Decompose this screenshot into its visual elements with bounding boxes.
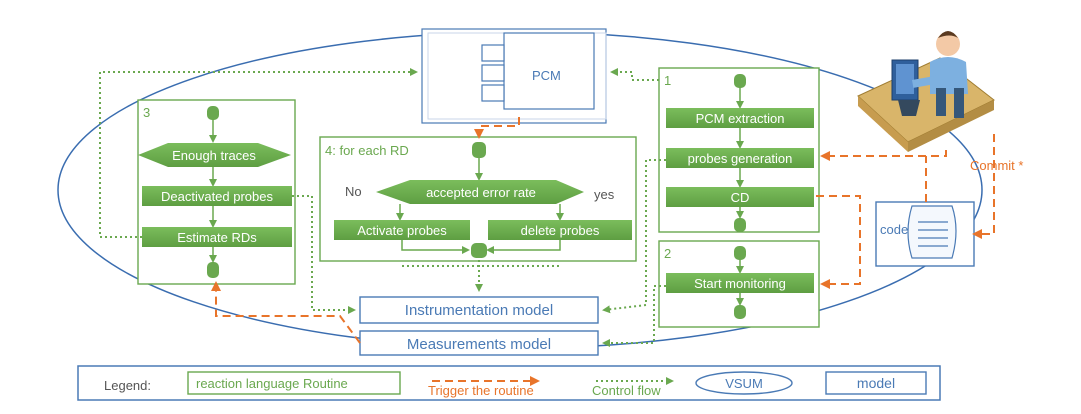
decision-enough-traces-label: Enough traces <box>172 148 256 163</box>
measurements-model-label: Measurements model <box>407 336 551 353</box>
decision-accepted-error-rate-label: accepted error rate <box>426 185 536 200</box>
flow-routine-2-to-measurements <box>602 285 666 347</box>
step-deactivated-probes[interactable] <box>142 186 292 206</box>
legend-routine-swatch <box>187 371 401 395</box>
decision-enough-traces[interactable] <box>138 143 291 167</box>
trigger-measurements-to-routine-3 <box>211 281 361 344</box>
step-estimate-rds[interactable] <box>142 227 292 247</box>
trigger-commit-to-probes-generation <box>820 150 947 161</box>
flow-routine-1-to-instrumentation <box>602 159 666 314</box>
instrumentation-model-label: Instrumentation model <box>405 302 553 319</box>
step-start-monitoring-label: Start monitoring <box>694 276 786 291</box>
routine-1-number: 1 <box>664 73 671 88</box>
trigger-arrows <box>211 117 995 344</box>
routine-3-number: 3 <box>143 105 150 120</box>
routine-2[interactable]: 2 Start monitoring <box>658 240 820 328</box>
legend-trigger-label: Trigger the routine <box>428 383 534 398</box>
code-label: code <box>880 222 908 237</box>
flow-routine-3-to-instrumentation <box>292 195 356 314</box>
scroll-icon <box>907 205 957 259</box>
routine-2-number: 2 <box>664 246 671 261</box>
routine-2-end-node <box>734 305 746 319</box>
routine-1[interactable]: 1 PCM extraction probes generation CD <box>658 67 820 233</box>
routine-3-start-node <box>207 106 219 120</box>
routine-2-start-node <box>734 246 746 260</box>
routine-4-title: 4: for each RD <box>325 143 409 158</box>
commit-label: Commit * <box>970 158 1023 173</box>
routine-4-start-node <box>472 142 486 158</box>
branch-yes-label: yes <box>594 187 615 202</box>
step-probes-generation[interactable] <box>666 148 814 168</box>
developer-icon <box>857 31 995 152</box>
step-pcm-extraction[interactable] <box>666 108 814 128</box>
routine-3-end-node <box>207 262 219 278</box>
legend-vsum-label: VSUM <box>725 376 763 391</box>
routine-4-end-node <box>471 243 487 258</box>
trigger-commit-to-code <box>972 134 995 239</box>
step-activate-probes-label: Activate probes <box>357 223 447 238</box>
step-delete-probes-label: delete probes <box>521 223 600 238</box>
step-deactivated-probes-label: Deactivated probes <box>161 189 274 204</box>
pcm-component[interactable]: PCM <box>421 28 607 124</box>
flow-routine-1-to-pcm <box>610 68 659 81</box>
measurements-model[interactable]: Measurements model <box>359 330 599 356</box>
routine-3[interactable]: 3 Enough traces Deactivated probes Estim… <box>137 99 296 285</box>
routine-1-start-node <box>734 74 746 88</box>
legend-vsum-swatch <box>695 371 793 395</box>
legend-routine-label: reaction language Routine <box>196 376 348 391</box>
trigger-cd-to-start-monitoring <box>816 195 861 289</box>
routine-1-end-node <box>734 218 746 232</box>
step-delete-probes[interactable] <box>488 220 632 240</box>
step-pcm-extraction-label: PCM extraction <box>696 111 785 126</box>
trigger-pcm-to-routine-4 <box>474 117 520 139</box>
legend-model-label: model <box>857 375 895 391</box>
decision-accepted-error-rate[interactable] <box>376 180 584 204</box>
step-cd-label: CD <box>731 190 750 205</box>
instrumentation-model[interactable]: Instrumentation model <box>359 296 599 324</box>
step-activate-probes[interactable] <box>334 220 470 240</box>
step-start-monitoring[interactable] <box>666 273 814 293</box>
step-cd[interactable] <box>666 187 814 207</box>
legend-control-label: Control flow <box>592 383 661 398</box>
legend: Legend: reaction language Routine Trigge… <box>77 365 941 401</box>
legend-model-swatch <box>825 371 927 395</box>
control-flows <box>99 68 666 347</box>
branch-no-label: No <box>345 184 362 199</box>
step-probes-generation-label: probes generation <box>688 151 793 166</box>
legend-title: Legend: <box>104 378 151 393</box>
routine-4[interactable]: 4: for each RD accepted error rate No ye… <box>319 136 637 262</box>
pcm-label: PCM <box>532 68 561 83</box>
code-document[interactable]: code <box>875 201 975 267</box>
step-estimate-rds-label: Estimate RDs <box>177 230 257 245</box>
flow-routine-3-to-pcm <box>99 68 418 238</box>
